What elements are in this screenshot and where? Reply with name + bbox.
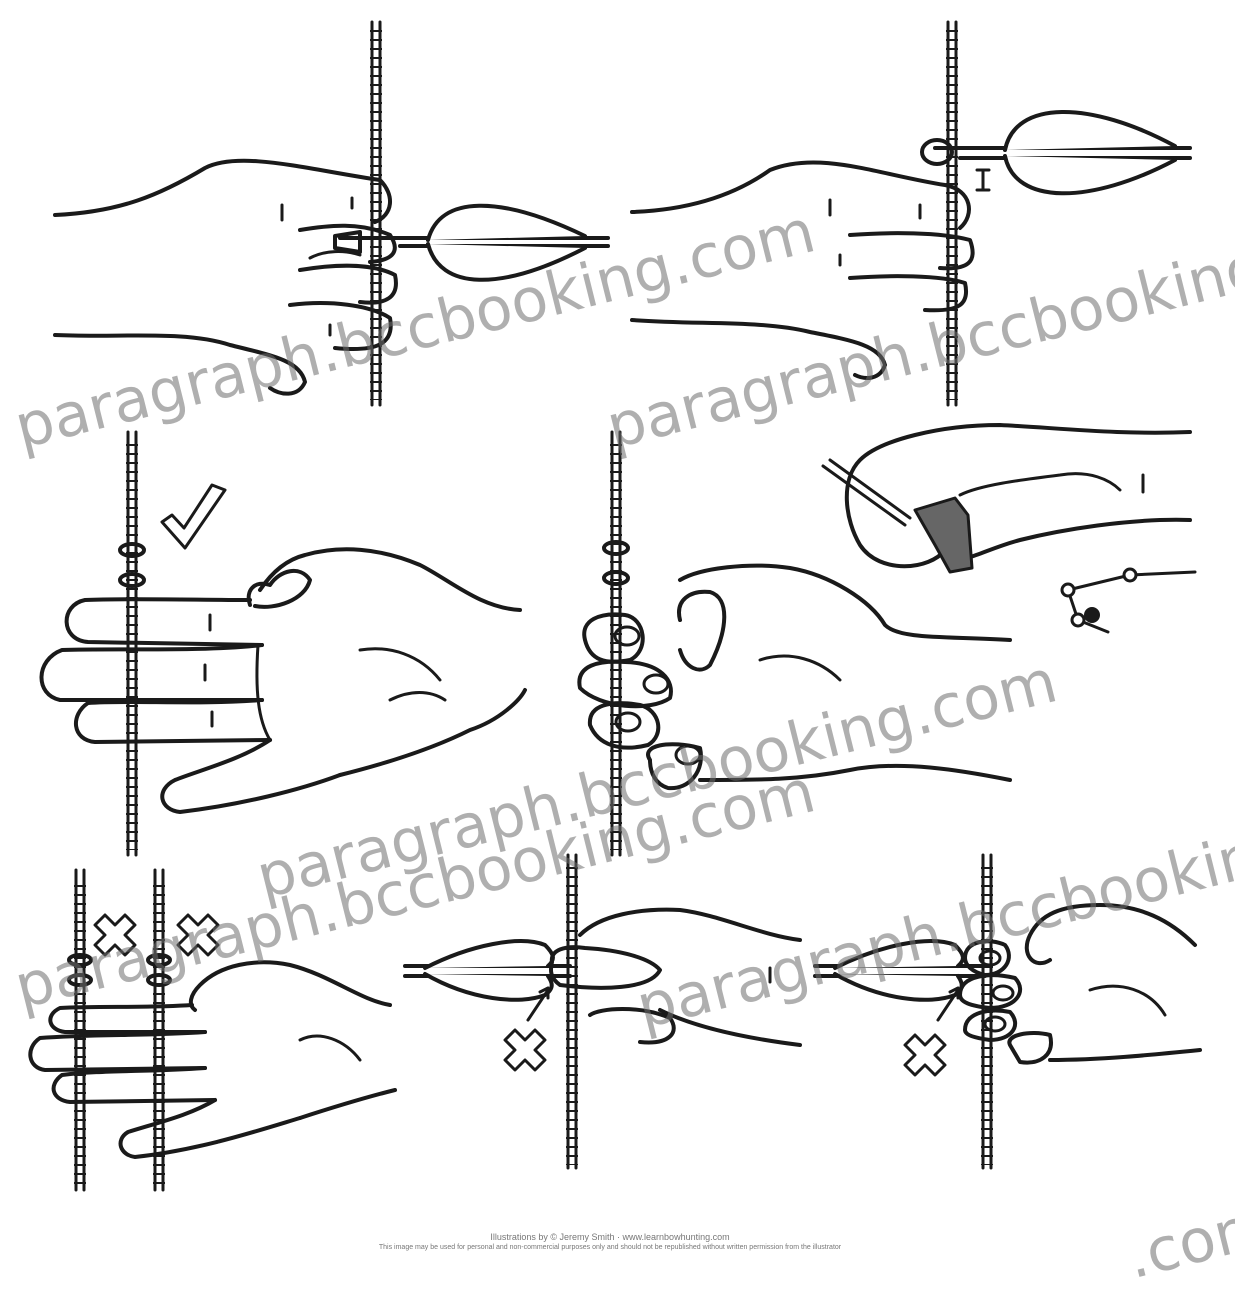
hand	[579, 566, 1010, 788]
credit-line-2: This image may be used for personal and …	[180, 1244, 1040, 1251]
hand	[632, 162, 973, 378]
nock-indicator	[977, 170, 989, 190]
hand	[41, 549, 525, 812]
check-mark	[162, 485, 225, 548]
hand	[551, 910, 800, 1045]
arrow	[922, 112, 1190, 193]
panel-incorrect-finger-placement	[30, 870, 395, 1190]
hand	[55, 161, 396, 394]
panel-incorrect-pinch-grip	[405, 855, 800, 1168]
bowstring	[566, 855, 578, 1168]
bowstring	[946, 22, 958, 405]
panel-three-under-grip	[55, 22, 608, 405]
release-diagram	[1062, 569, 1195, 632]
release-trigger	[823, 460, 972, 572]
panel-split-finger-grip	[632, 22, 1190, 405]
hand	[847, 425, 1190, 566]
panel-incorrect-fist-grip	[815, 855, 1200, 1168]
cross-mark	[505, 1030, 545, 1070]
panel-release-aid	[823, 425, 1195, 632]
credit-footer: Illustrations by © Jeremy Smith · www.le…	[180, 1232, 1040, 1251]
panel-fist-grip	[579, 432, 1010, 855]
panel-correct-finger-placement	[41, 432, 525, 855]
credit-line-1: Illustrations by © Jeremy Smith · www.le…	[180, 1232, 1040, 1242]
cross-mark	[905, 1035, 945, 1075]
hand	[960, 905, 1200, 1063]
